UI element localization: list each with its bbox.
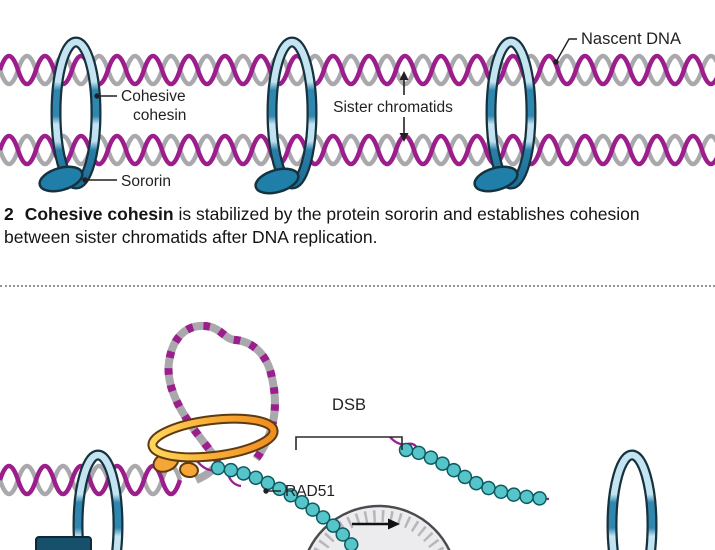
rad51-filament-right xyxy=(398,442,557,507)
ring-body xyxy=(74,451,122,550)
panel2-dsb-repair: DSB RAD51 xyxy=(0,321,658,550)
caption-bold-title: Cohesive cohesin xyxy=(24,204,174,224)
sororin-protein xyxy=(254,167,300,195)
dsb-label: DSB xyxy=(332,396,366,414)
label-nascent-dna: Nascent DNA xyxy=(553,30,681,65)
label-dsb: DSB xyxy=(295,396,403,450)
cohesive-cohesin-label-line1: Cohesive xyxy=(121,88,186,105)
sister-chromatids-label: Sister chromatids xyxy=(333,99,453,116)
section-divider xyxy=(0,285,715,287)
arrow-up-head xyxy=(399,71,409,80)
dark-box-partial xyxy=(35,536,92,550)
dna-strand-purple-top xyxy=(0,53,715,87)
orange-subunit-2 xyxy=(179,461,199,479)
dsb-bracket xyxy=(295,436,403,450)
orange-ring-body xyxy=(149,415,277,461)
cohesin-ring-2 xyxy=(254,36,318,195)
label-sororin: Sororin xyxy=(82,173,171,190)
loop-purple-twist xyxy=(164,321,279,465)
ring-body xyxy=(608,451,656,550)
rad51-label: RAD51 xyxy=(285,483,335,500)
cohesin-ring-right-bottom xyxy=(606,449,658,550)
direction-arrow-head xyxy=(388,518,400,530)
label-cohesive-cohesin: Cohesive cohesin xyxy=(94,88,186,124)
cohesive-cohesin-label-line2: cohesin xyxy=(133,107,186,124)
cohesin-ring-orange xyxy=(147,413,279,479)
label-rad51: RAD51 xyxy=(263,483,335,500)
label-sister-chromatids: Sister chromatids xyxy=(333,71,453,142)
cohesin-ring-3 xyxy=(473,36,537,193)
bead-fill xyxy=(400,444,555,505)
sororin-protein xyxy=(473,165,519,193)
rad51-filament-left xyxy=(210,460,364,550)
leader-line xyxy=(555,38,577,63)
nascent-dna-label: Nascent DNA xyxy=(581,30,681,48)
bead-fill xyxy=(212,462,362,550)
step-number: 2 xyxy=(4,204,14,224)
sororin-protein xyxy=(38,165,84,193)
cohesin-ring-left-bottom xyxy=(72,449,124,550)
caption-text-line2: between sister chromatids after DNA repl… xyxy=(4,227,378,248)
arrow-down-head xyxy=(399,133,409,142)
dna-strand-purple-left xyxy=(0,463,183,497)
panel1-cohesive-cohesin: Nascent DNA Cohesive cohesin Sister chro… xyxy=(0,30,715,195)
dna-strand-purple-bottom xyxy=(0,133,715,167)
caption-text-line1: is stabilized by the protein sororin and… xyxy=(178,204,640,224)
cohesin-ring-1 xyxy=(38,36,102,193)
sororin-label: Sororin xyxy=(121,173,171,190)
